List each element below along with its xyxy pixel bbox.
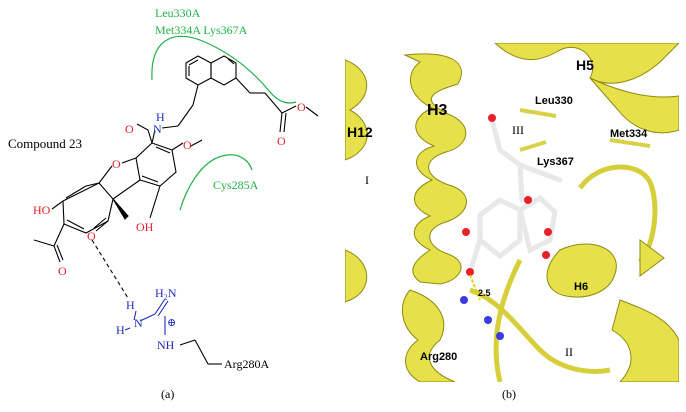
panel-a: Leu330A Met334A Lys367A Cys285A: [8, 6, 319, 401]
atom-h-guanidine-top: H: [126, 298, 135, 312]
contact-curve-top: [151, 35, 297, 104]
hydrogen-bond-dash: [91, 239, 129, 299]
atom-ho-left: HO: [33, 203, 51, 217]
helix-label-h5: H5: [576, 57, 594, 73]
compound-label: Compound 23: [8, 136, 82, 151]
atom-nh-guanidine: NH: [157, 338, 175, 352]
atom-h2n-guanidine: H₂N: [155, 286, 177, 300]
atom-oh-right: OH: [136, 220, 154, 234]
residue-label-leu330-3d: Leu330: [535, 95, 573, 107]
ribbon-render: [345, 43, 679, 382]
residue-label-arg280a: Arg280A: [224, 357, 269, 371]
compound-23-skeleton: [33, 55, 319, 263]
atom-h-guanidine-left: H: [116, 323, 125, 337]
pocket-label-ii: II: [565, 345, 573, 359]
helix-label-h6: H6: [574, 281, 588, 293]
atom-o-ketone: O: [87, 229, 96, 243]
atom-n-amide: N: [153, 122, 162, 136]
residue-label-arg280-3d: Arg280: [420, 351, 457, 363]
residue-label-met334-lys367: Met334A Lys367A: [155, 23, 248, 37]
contact-curve-cys: [179, 154, 253, 211]
helix-label-h3: H3: [427, 102, 448, 119]
atom-labels: O O O H N O O HO OH O O H₂N H N H NH ⊕: [33, 100, 306, 352]
atom-o-ester-alkoxy: O: [297, 100, 306, 114]
residue-label-cys285: Cys285A: [213, 178, 259, 192]
residue-label-leu330: Leu330A: [155, 6, 201, 20]
panel-b: H3 H5 H12 H6 Leu330 Met334 Lys367 Arg280…: [345, 43, 679, 401]
residue-label-met334-3d: Met334: [610, 128, 648, 140]
atom-n-guanidine: N: [134, 316, 143, 330]
atom-charge-plus: ⊕: [167, 317, 176, 329]
atom-o-acetyl: O: [58, 264, 67, 278]
caption-a: (a): [161, 387, 174, 401]
arg280-guanidinium: [124, 298, 169, 335]
atom-o-ester-carbonyl: O: [277, 134, 286, 148]
atom-o-methoxy: O: [183, 138, 192, 152]
residue-label-lys367-3d: Lys367: [537, 156, 574, 168]
arg280-sidechain: [179, 339, 222, 365]
pocket-label-iii: III: [512, 123, 524, 137]
caption-b: (b): [502, 387, 516, 401]
pocket-label-i: I: [365, 173, 369, 187]
hbond-distance-label: 2.5: [478, 288, 491, 298]
atom-h-amide: H: [156, 110, 165, 124]
atom-o-amide: O: [125, 122, 134, 136]
helix-label-h12: H12: [347, 124, 373, 140]
atom-o-furan: O: [112, 157, 121, 171]
